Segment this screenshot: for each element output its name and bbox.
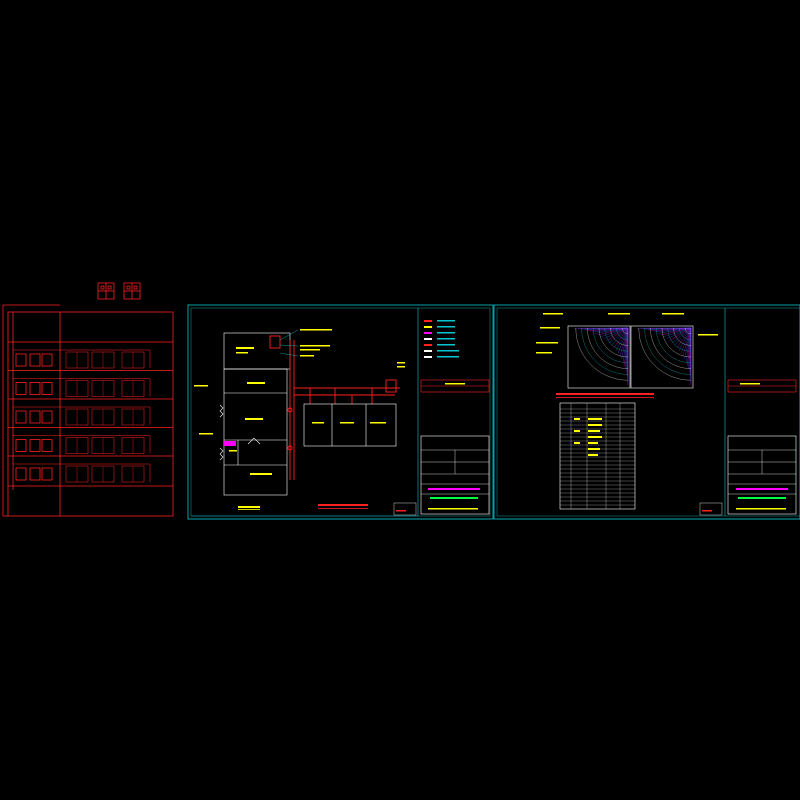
chart-curve: [650, 327, 692, 369]
chart-curve: [593, 327, 629, 363]
chart-curve: [644, 327, 692, 375]
chart-curve: [684, 327, 692, 360]
chart-curve: [654, 327, 692, 333]
chart-curve: [587, 327, 629, 369]
chart-curve: [679, 328, 691, 340]
riser-diagram: [2, 282, 174, 517]
chart-callouts: [536, 313, 718, 354]
riser-unit: [15, 467, 27, 481]
riser-unit: [15, 410, 27, 424]
chart-curve: [673, 327, 692, 346]
floor-plan: [219, 332, 291, 496]
chart-curve: [680, 327, 692, 354]
pressure-chart-left: [567, 325, 631, 389]
plan-room-labels: [194, 347, 272, 510]
sheet-2-border: [493, 304, 800, 520]
chart-curve: [597, 327, 629, 336]
chart-curve: [685, 328, 691, 334]
riser-unit: [41, 382, 53, 395]
chart-curve: [671, 327, 692, 344]
sheet-1: [187, 304, 494, 520]
riser-unit: [15, 439, 27, 452]
chart-curve: [610, 327, 629, 346]
chart-curve: [619, 327, 629, 357]
chart-curve: [591, 327, 629, 333]
chart-curve: [667, 327, 692, 352]
heater-symbol-icon: [97, 282, 115, 300]
chart-curve: [598, 327, 629, 358]
sheet-1-border: [187, 304, 494, 520]
riser-unit: [15, 353, 27, 367]
chart-caption-mark: [556, 393, 654, 398]
schematic-caption-mark: [318, 504, 368, 509]
pipe-run: [269, 335, 400, 480]
chart-curve: [678, 327, 692, 351]
chart-curve: [613, 327, 629, 349]
chart-curve: [674, 327, 692, 346]
chart-curve: [638, 327, 692, 381]
pressure-chart-right: [630, 325, 694, 389]
heater-symbol-icon: [123, 282, 141, 300]
riser-unit: [41, 467, 53, 481]
chart-curve: [626, 327, 629, 373]
chart-curve: [624, 327, 629, 366]
spec-table: [559, 402, 636, 510]
chart-curve: [616, 328, 628, 340]
sheet-2: [493, 304, 800, 520]
chart-curve: [676, 327, 692, 349]
riser-unit: [29, 410, 41, 424]
plan-highlight: [224, 441, 236, 446]
chart-curve: [608, 327, 629, 344]
legend-block: [424, 320, 459, 358]
chart-curve: [611, 327, 629, 346]
callout-labels: [300, 329, 405, 424]
riser-unit: [29, 439, 41, 452]
chart-curve: [581, 327, 629, 375]
chart-curve: [666, 327, 692, 339]
chart-curve: [669, 327, 692, 341]
chart-curve: [575, 327, 629, 381]
chart-curve: [621, 327, 629, 360]
chart-curve: [682, 327, 692, 357]
title-block-1: [393, 379, 490, 516]
chart-curve: [660, 327, 692, 336]
chart-curve: [689, 327, 692, 373]
chart-curve: [600, 327, 629, 337]
chart-curve: [661, 327, 692, 358]
riser-unit: [41, 439, 53, 452]
chart-curve: [651, 327, 692, 332]
chart-curve: [588, 327, 629, 332]
riser-unit: [41, 353, 53, 367]
riser-unit: [29, 467, 41, 481]
chart-curve: [617, 327, 629, 354]
riser-floor-lines: [8, 341, 173, 487]
schematic-rooms: [303, 403, 397, 447]
chart-curve: [615, 327, 629, 351]
chart-curve: [687, 327, 692, 366]
chart-curve: [606, 327, 629, 341]
riser-unit: [29, 382, 41, 395]
chart-curve: [663, 327, 692, 337]
chart-curve: [656, 327, 692, 363]
riser-building-outline: [7, 311, 174, 517]
chart-curve: [622, 328, 628, 334]
riser-unit: [15, 382, 27, 395]
title-block-2: [699, 379, 797, 516]
chart-curve: [688, 327, 692, 369]
callout-leaders: [279, 329, 299, 357]
chart-curve: [625, 327, 629, 369]
chart-curve: [603, 327, 629, 339]
riser-unit: [29, 353, 41, 367]
chart-curve: [604, 327, 629, 352]
riser-unit: [41, 410, 53, 424]
